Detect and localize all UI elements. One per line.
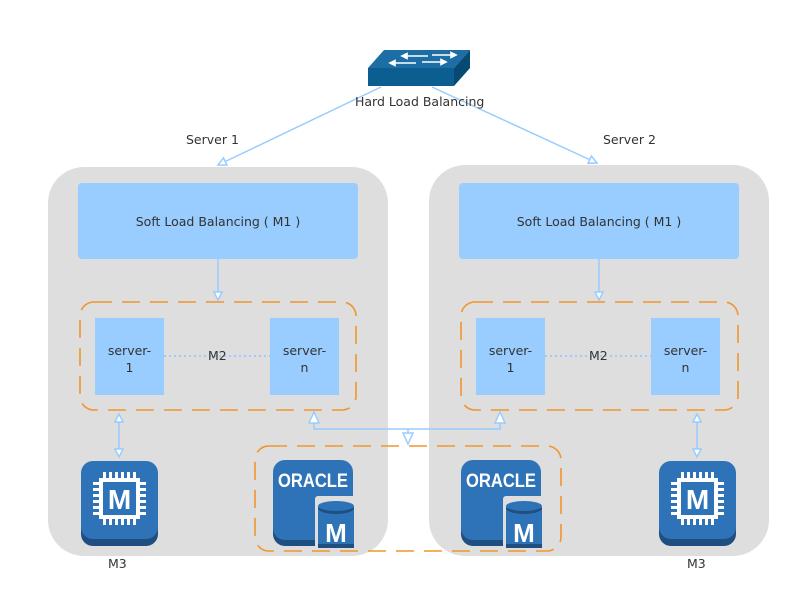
server-1-memcached-chip-icon[interactable]: M bbox=[81, 461, 158, 546]
hard-lb-to-server-1-arrow bbox=[218, 86, 382, 165]
soft-lb-label: Soft Load Balancing ( M1 ) bbox=[516, 213, 682, 229]
server-1-cluster-label: M2 bbox=[208, 348, 227, 363]
node-label-line2: 1 bbox=[125, 360, 134, 375]
soft-lb-label: Soft Load Balancing ( M1 ) bbox=[135, 213, 301, 229]
server-2-memcached-chip-icon[interactable]: M bbox=[659, 461, 736, 546]
server-2-node-n[interactable]: server- n bbox=[651, 318, 720, 395]
server-2-cluster-frame bbox=[460, 301, 739, 411]
server-2-label: Server 2 bbox=[603, 132, 656, 147]
network-switch-icon[interactable] bbox=[368, 48, 472, 88]
server-2-soft-load-balancer[interactable]: Soft Load Balancing ( M1 ) bbox=[459, 183, 739, 259]
node-label-line2: n bbox=[681, 360, 690, 375]
node-label-line2: n bbox=[300, 360, 309, 375]
oracle-brand-text: ORACLE bbox=[466, 471, 536, 492]
db-glyph: M bbox=[513, 518, 535, 548]
hard-load-balancing-label: Hard Load Balancing bbox=[355, 94, 485, 109]
db-glyph: M bbox=[325, 518, 347, 548]
server-2-oracle-database-icon[interactable]: ORACLE M bbox=[461, 460, 547, 550]
node-label-line1: server- bbox=[663, 343, 708, 358]
server-2-cluster-label: M2 bbox=[589, 348, 608, 363]
server-2-cache-label: M3 bbox=[687, 556, 706, 571]
chip-glyph: M bbox=[686, 484, 709, 515]
node-label-line1: server- bbox=[488, 343, 533, 358]
node-label-line1: server- bbox=[282, 343, 327, 358]
server-1-oracle-database-icon[interactable]: ORACLE M bbox=[273, 460, 359, 550]
server-1-node-1[interactable]: server- 1 bbox=[95, 318, 164, 395]
node-label-line1: server- bbox=[107, 343, 152, 358]
db-to-clusters-bus bbox=[313, 414, 501, 430]
chip-glyph: M bbox=[108, 484, 131, 515]
server-1-soft-load-balancer[interactable]: Soft Load Balancing ( M1 ) bbox=[78, 183, 358, 259]
server-2-node-1[interactable]: server- 1 bbox=[476, 318, 545, 395]
server-1-label: Server 1 bbox=[186, 132, 239, 147]
server-1-node-n[interactable]: server- n bbox=[270, 318, 339, 395]
server-1-cache-label: M3 bbox=[108, 556, 127, 571]
node-label-line2: 1 bbox=[506, 360, 515, 375]
server-1-cluster-frame bbox=[79, 301, 357, 411]
hard-lb-to-server-2-arrow bbox=[431, 86, 597, 163]
database-cluster-frame bbox=[254, 445, 562, 552]
oracle-brand-text: ORACLE bbox=[278, 471, 348, 492]
